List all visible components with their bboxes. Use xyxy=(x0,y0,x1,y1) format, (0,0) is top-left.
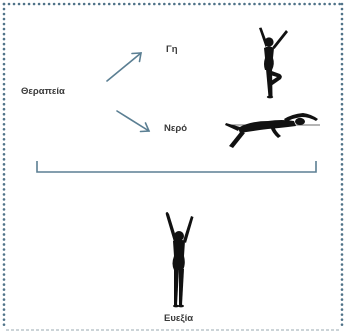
node-label-therapy: Θεραπεία xyxy=(21,86,65,97)
raised-arms-person-icon xyxy=(165,212,194,308)
yoga-tree-pose-icon xyxy=(259,27,288,99)
bracket-line xyxy=(36,161,317,173)
arrow-to-water xyxy=(116,110,151,133)
node-label-wellbeing: Ευεξία xyxy=(164,313,194,324)
node-label-ground: Γη xyxy=(166,44,178,55)
node-label-water: Νερό xyxy=(164,123,188,134)
arrow-to-ground xyxy=(106,52,142,82)
swimmer-icon xyxy=(225,113,320,148)
